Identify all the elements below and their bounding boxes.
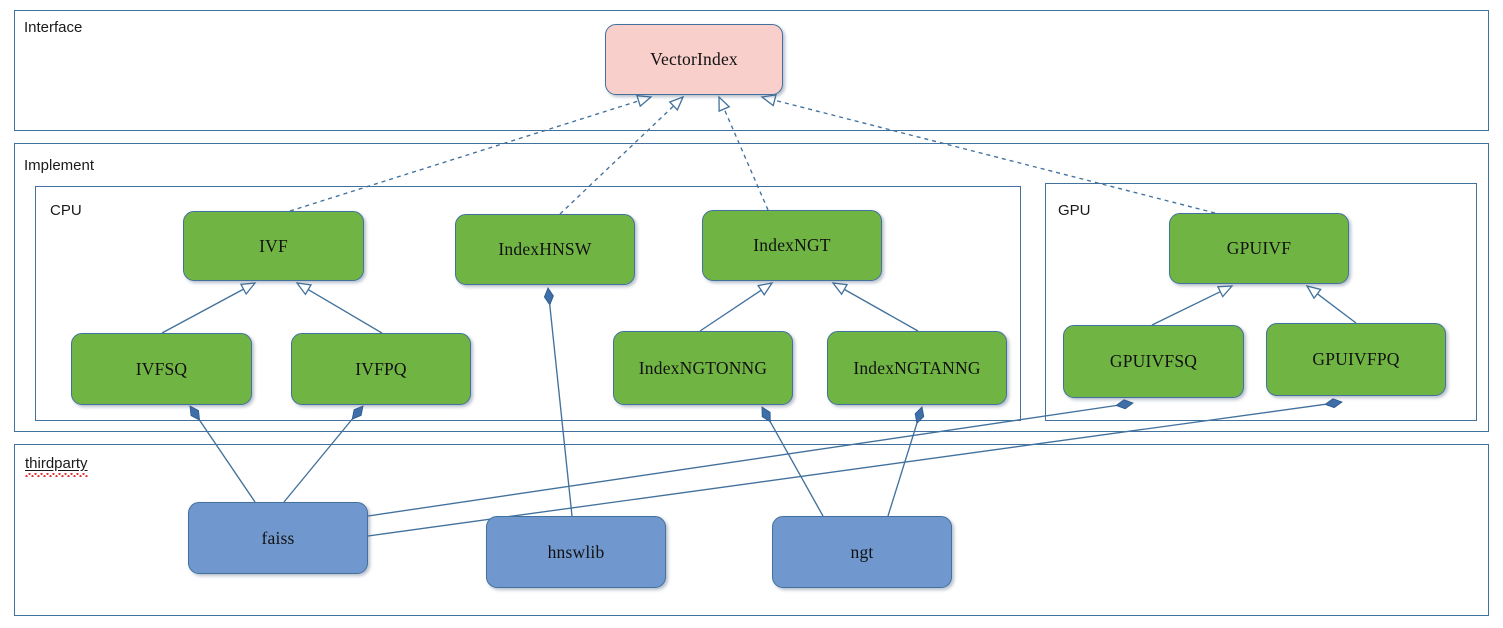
node-ivfpq[interactable]: IVFPQ	[291, 333, 471, 405]
node-label-indexhnsw: IndexHNSW	[498, 239, 592, 259]
group-label-gpu: GPU	[1058, 202, 1091, 219]
group-label-interface: Interface	[24, 19, 83, 36]
node-gpuivf[interactable]: GPUIVF	[1169, 213, 1349, 284]
node-label-indexngtanng: IndexNGTANNG	[853, 357, 981, 378]
node-hnswlib[interactable]: hnswlib	[486, 516, 666, 588]
node-ngt[interactable]: ngt	[772, 516, 952, 588]
node-label-ivfpq: IVFPQ	[355, 358, 407, 379]
node-indexngt[interactable]: IndexNGT	[702, 210, 882, 281]
node-faiss[interactable]: faiss	[188, 502, 368, 574]
node-label-gpuivfsq: GPUIVFSQ	[1109, 351, 1198, 371]
node-gpuivfsq[interactable]: GPUIVFSQ	[1063, 325, 1244, 398]
group-label-implement: Implement	[24, 157, 95, 174]
spellcheck-squiggle-icon	[25, 473, 88, 477]
group-label-thirdparty: thirdparty	[25, 456, 88, 477]
node-label-ivf: IVF	[259, 235, 288, 256]
node-ivfsq[interactable]: IVFSQ	[71, 333, 252, 405]
node-indexngtanng[interactable]: IndexNGTANNG	[827, 331, 1007, 405]
node-label-faiss: faiss	[261, 527, 295, 548]
node-gpuivfpq[interactable]: GPUIVFPQ	[1266, 323, 1446, 396]
node-label-hnswlib: hnswlib	[547, 541, 605, 562]
node-label-ngt: ngt	[850, 541, 874, 562]
node-label-ivfsq: IVFSQ	[135, 358, 188, 379]
node-label-gpuivf: GPUIVF	[1226, 238, 1292, 258]
node-vectorindex[interactable]: VectorIndex	[605, 24, 783, 95]
node-indexngtonng[interactable]: IndexNGTONNG	[613, 331, 793, 405]
node-ivf[interactable]: IVF	[183, 211, 364, 281]
node-label-gpuivfpq: GPUIVFPQ	[1312, 349, 1400, 369]
node-label-vectorindex: VectorIndex	[650, 49, 738, 69]
node-label-indexngt: IndexNGT	[753, 235, 831, 255]
node-indexhnsw[interactable]: IndexHNSW	[455, 214, 635, 285]
group-label-cpu: CPU	[50, 202, 82, 219]
node-label-indexngtonng: IndexNGTONNG	[638, 357, 768, 378]
